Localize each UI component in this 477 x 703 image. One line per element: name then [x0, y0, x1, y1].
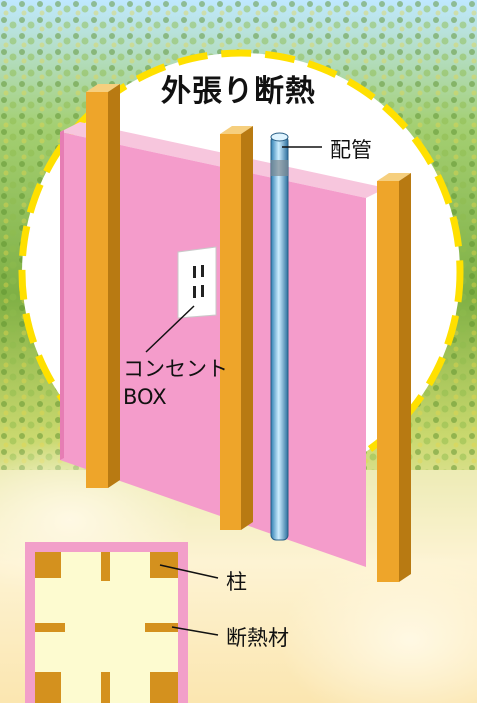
- outlet-slot: [193, 266, 196, 278]
- post-top: [377, 173, 411, 181]
- outlet-label-line-2: BOX: [123, 385, 167, 409]
- post-side: [399, 173, 411, 582]
- cross-section-post: [150, 672, 178, 703]
- outlet-slot: [201, 265, 204, 277]
- diagram-title: 外張り断熱: [161, 74, 316, 109]
- outlet-box: [177, 246, 217, 319]
- dashed-circle-border: [18, 49, 464, 495]
- post: [220, 134, 241, 530]
- outlet-leader-line: [145, 305, 195, 353]
- post-label: 柱: [226, 570, 247, 594]
- cross-section-stud: [35, 623, 65, 632]
- post-top: [220, 126, 253, 134]
- pipe: [270, 135, 289, 541]
- pipe-band: [271, 160, 288, 176]
- insulation-board-edge: [60, 130, 64, 460]
- insulation-leader-line: [171, 626, 219, 636]
- cross-section-post: [35, 672, 61, 703]
- outlet-slot: [201, 285, 204, 297]
- pipe-label: 配管: [330, 138, 372, 162]
- pipe-opening: [270, 132, 289, 142]
- post: [377, 181, 399, 582]
- cross-section-post: [35, 552, 61, 578]
- cross-section-stud: [101, 672, 110, 703]
- cross-section-stud: [145, 623, 178, 632]
- cross-section-post: [150, 552, 178, 578]
- post: [86, 92, 108, 488]
- post-side: [108, 84, 120, 488]
- outlet-box-label: コンセント BOX: [123, 355, 228, 411]
- outlet-label-line-1: コンセント: [123, 357, 228, 381]
- insulation-label: 断熱材: [226, 626, 289, 650]
- post-top: [86, 84, 120, 92]
- post-side: [241, 126, 253, 530]
- post-leader-line: [159, 564, 219, 579]
- outlet-slot: [193, 286, 196, 298]
- cross-section-stud: [101, 552, 110, 581]
- insulation-board: [60, 132, 366, 567]
